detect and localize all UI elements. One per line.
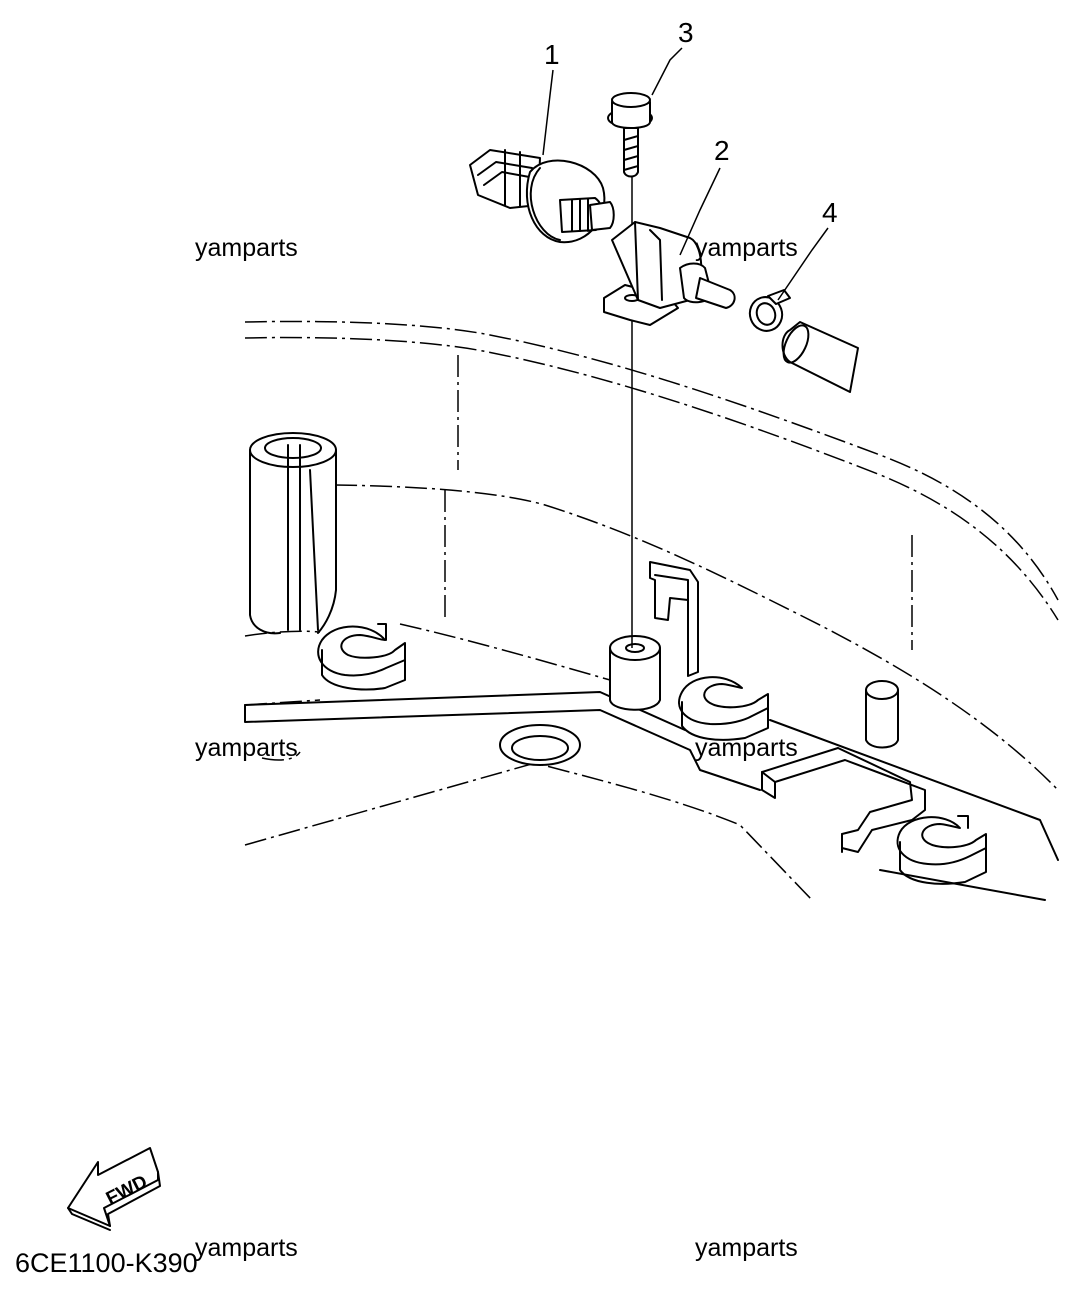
callout-2: 2 [714,135,730,166]
forward-arrow-icon: FWD [67,1147,161,1231]
left-pillar [249,432,337,635]
round-boss [499,724,581,766]
watermark: yamparts [695,1234,798,1262]
watermark: yamparts [195,234,298,262]
bolt-part-3 [607,92,653,178]
watermark: yamparts [195,1234,298,1262]
mounting-boss [609,635,661,711]
callout-4: 4 [822,197,838,228]
pressure-sensor-part-1 [469,149,615,244]
vertical-bracket [649,561,699,677]
callout-leaders [542,47,829,301]
hose [781,321,859,393]
c-clip-right [896,815,987,885]
watermark: yamparts [695,234,798,262]
small-post [865,680,899,749]
c-clip-center [678,676,769,741]
c-clip-left [317,623,406,691]
sensor-bracket-part-2 [603,221,736,326]
engine-cover-outline [244,320,1059,901]
callout-1: 1 [544,39,560,70]
hose-clamp-part-4 [748,289,791,332]
diagram-code: 6CE1100-K390 [15,1248,198,1278]
callout-3: 3 [678,17,694,48]
watermark: yamparts [195,734,298,762]
watermark: yamparts [695,734,798,762]
step-bracket [761,747,926,853]
flange-strip [244,691,1059,901]
